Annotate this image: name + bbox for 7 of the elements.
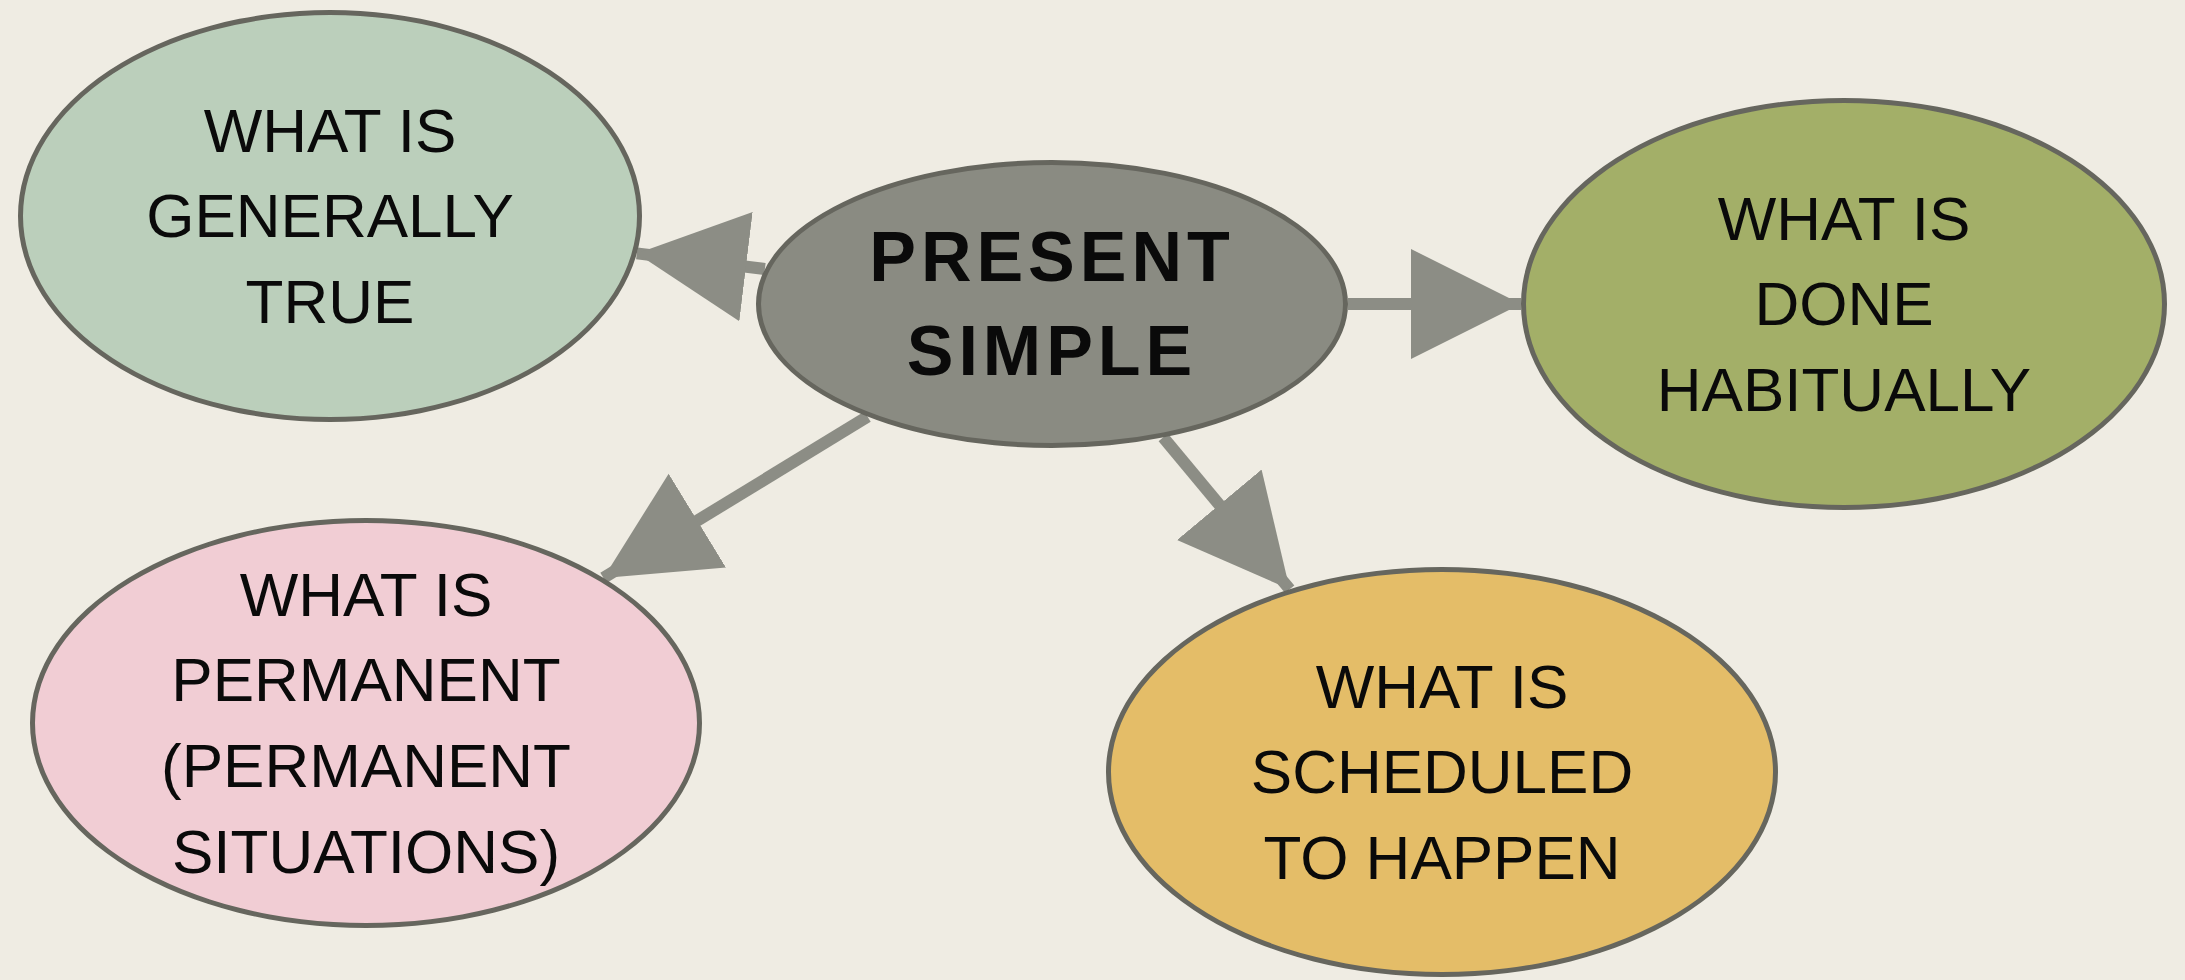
arrow xyxy=(1348,249,1521,359)
node-label: WHAT IS SCHEDULED TO HAPPEN xyxy=(1249,650,1635,894)
node-label: PRESENT SIMPLE xyxy=(868,216,1236,392)
node-label: WHAT IS GENERALLY TRUE xyxy=(145,94,515,338)
node-label: WHAT IS DONE HABITUALLY xyxy=(1655,182,2033,426)
arrow xyxy=(600,411,871,584)
node-label: WHAT IS PERMANENT (PERMANENT SITUATIONS) xyxy=(160,558,572,888)
